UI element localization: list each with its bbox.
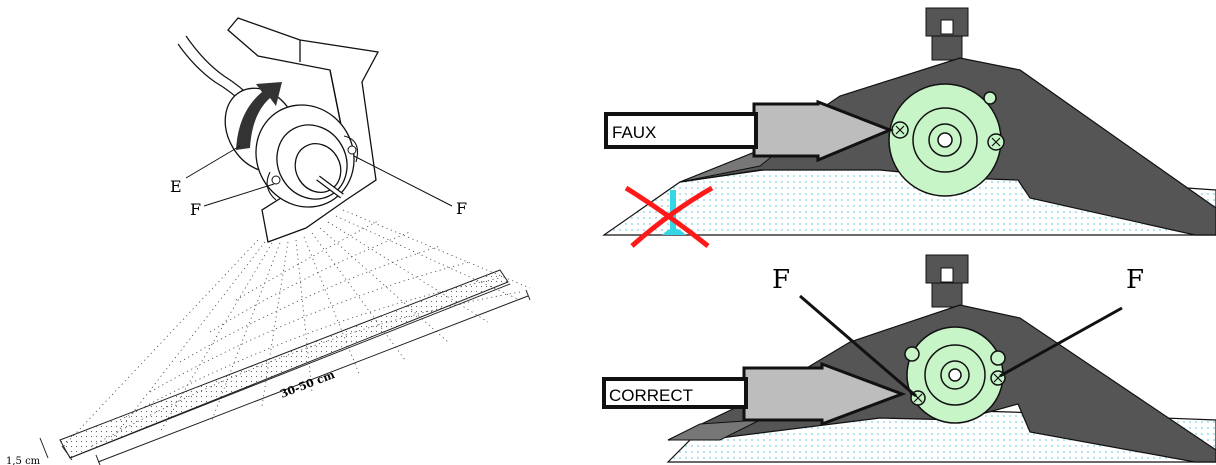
lamp-wrong xyxy=(888,83,1005,197)
distance-dimension xyxy=(95,289,531,465)
screw-icon xyxy=(271,145,357,185)
rotation-arrow-icon xyxy=(236,82,282,150)
spray-fan xyxy=(61,209,531,449)
arrow-icon xyxy=(742,361,907,427)
screw-icon xyxy=(895,125,1001,147)
callout-lines xyxy=(799,294,1123,398)
label-f-right: F xyxy=(1126,265,1144,295)
label-f-left: F xyxy=(772,265,790,295)
label-e: E xyxy=(170,177,182,196)
ground-strip xyxy=(59,269,511,459)
wrong-mounting-panel: FAUX xyxy=(602,7,1216,248)
red-cross-icon xyxy=(624,185,714,248)
wrong-label-text: FAUX xyxy=(612,123,656,142)
correct-label-text: CORRECT xyxy=(609,386,693,405)
label-f-left: F xyxy=(190,200,201,219)
lamp-correct xyxy=(904,326,1006,424)
correct-label-box xyxy=(602,377,748,409)
thickness-label: 1,5 cm xyxy=(6,456,41,465)
rotating-lamp-motor xyxy=(224,87,355,208)
distance-label: 30-50 cm xyxy=(278,368,337,401)
wrong-label-box xyxy=(604,112,758,149)
thickness-dimension xyxy=(39,437,73,461)
correct-mounting-panel: CORRECT F F xyxy=(602,254,1216,463)
arrow-icon xyxy=(752,99,895,163)
retaining-wire xyxy=(266,135,359,201)
label-f-right: F xyxy=(456,199,467,218)
spray-illustration: 30-50 cm 1,5 cm xyxy=(6,17,531,465)
callout-lines xyxy=(185,145,453,207)
